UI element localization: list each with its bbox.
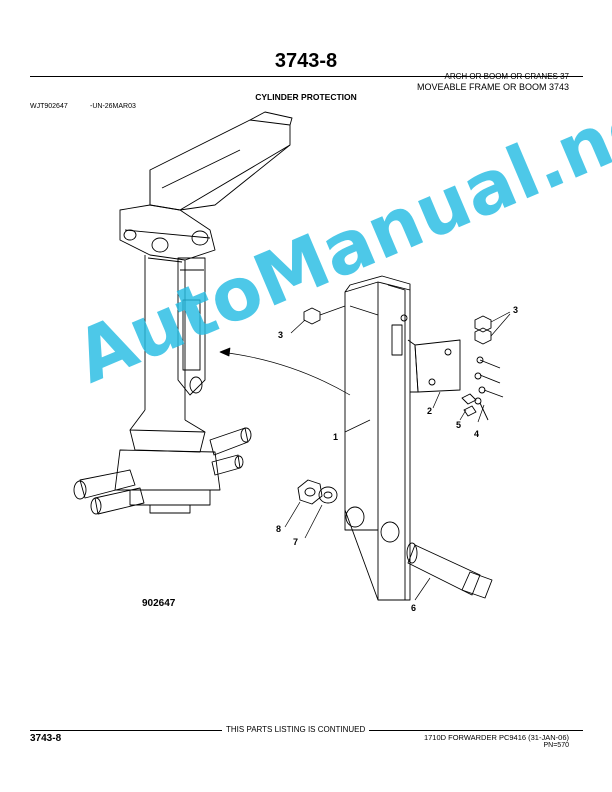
boom-column [119,204,216,453]
callout-8: 8 [276,524,281,534]
callout-3-left: 3 [278,330,283,340]
callout-4: 4 [474,429,479,439]
illustration-ref-code: WJT902647 [30,103,68,110]
part-8-nut [297,479,323,505]
page-title: 3743-8 [274,50,338,72]
callout-5: 5 [456,420,461,430]
continued-note: THIS PARTS LISTING IS CONTINUED [226,725,366,734]
callout-6: 6 [411,603,416,613]
callout-2: 2 [427,406,432,416]
part-4-5-bolts [461,356,504,421]
sheet-heading: CYLINDER PROTECTION [255,92,357,102]
illustration-ref-date: -UN-26MAR03 [90,103,136,110]
footer-page-number: 3743-8 [30,733,62,744]
footer-rule-right [369,730,583,731]
section-subgroup-label: MOVEABLE FRAME OR BOOM 3743 [416,82,569,92]
part-6-pin [406,542,493,599]
footer-rule-left [30,730,222,731]
part-3-nuts [303,307,492,345]
part-1-guard-plate [344,275,411,601]
section-group-label: ARCH OR BOOM OR CRANES 37 [444,72,569,81]
part-7-washer [318,486,338,504]
callout-7: 7 [293,537,298,547]
boom-cylinder [177,257,206,396]
figure-number: 902647 [142,598,176,609]
leader-lines [219,305,511,601]
callout-1: 1 [333,432,338,442]
boom-base [73,427,252,515]
part-2-bracket [407,339,461,393]
header-rule [30,76,583,77]
footer-pn: PN=570 [543,742,570,749]
callout-3-right: 3 [513,305,518,315]
boom-upper-arm [149,111,293,211]
footer-model-line: 1710D FORWARDER PC9416 (31-JAN-06) [423,733,569,742]
